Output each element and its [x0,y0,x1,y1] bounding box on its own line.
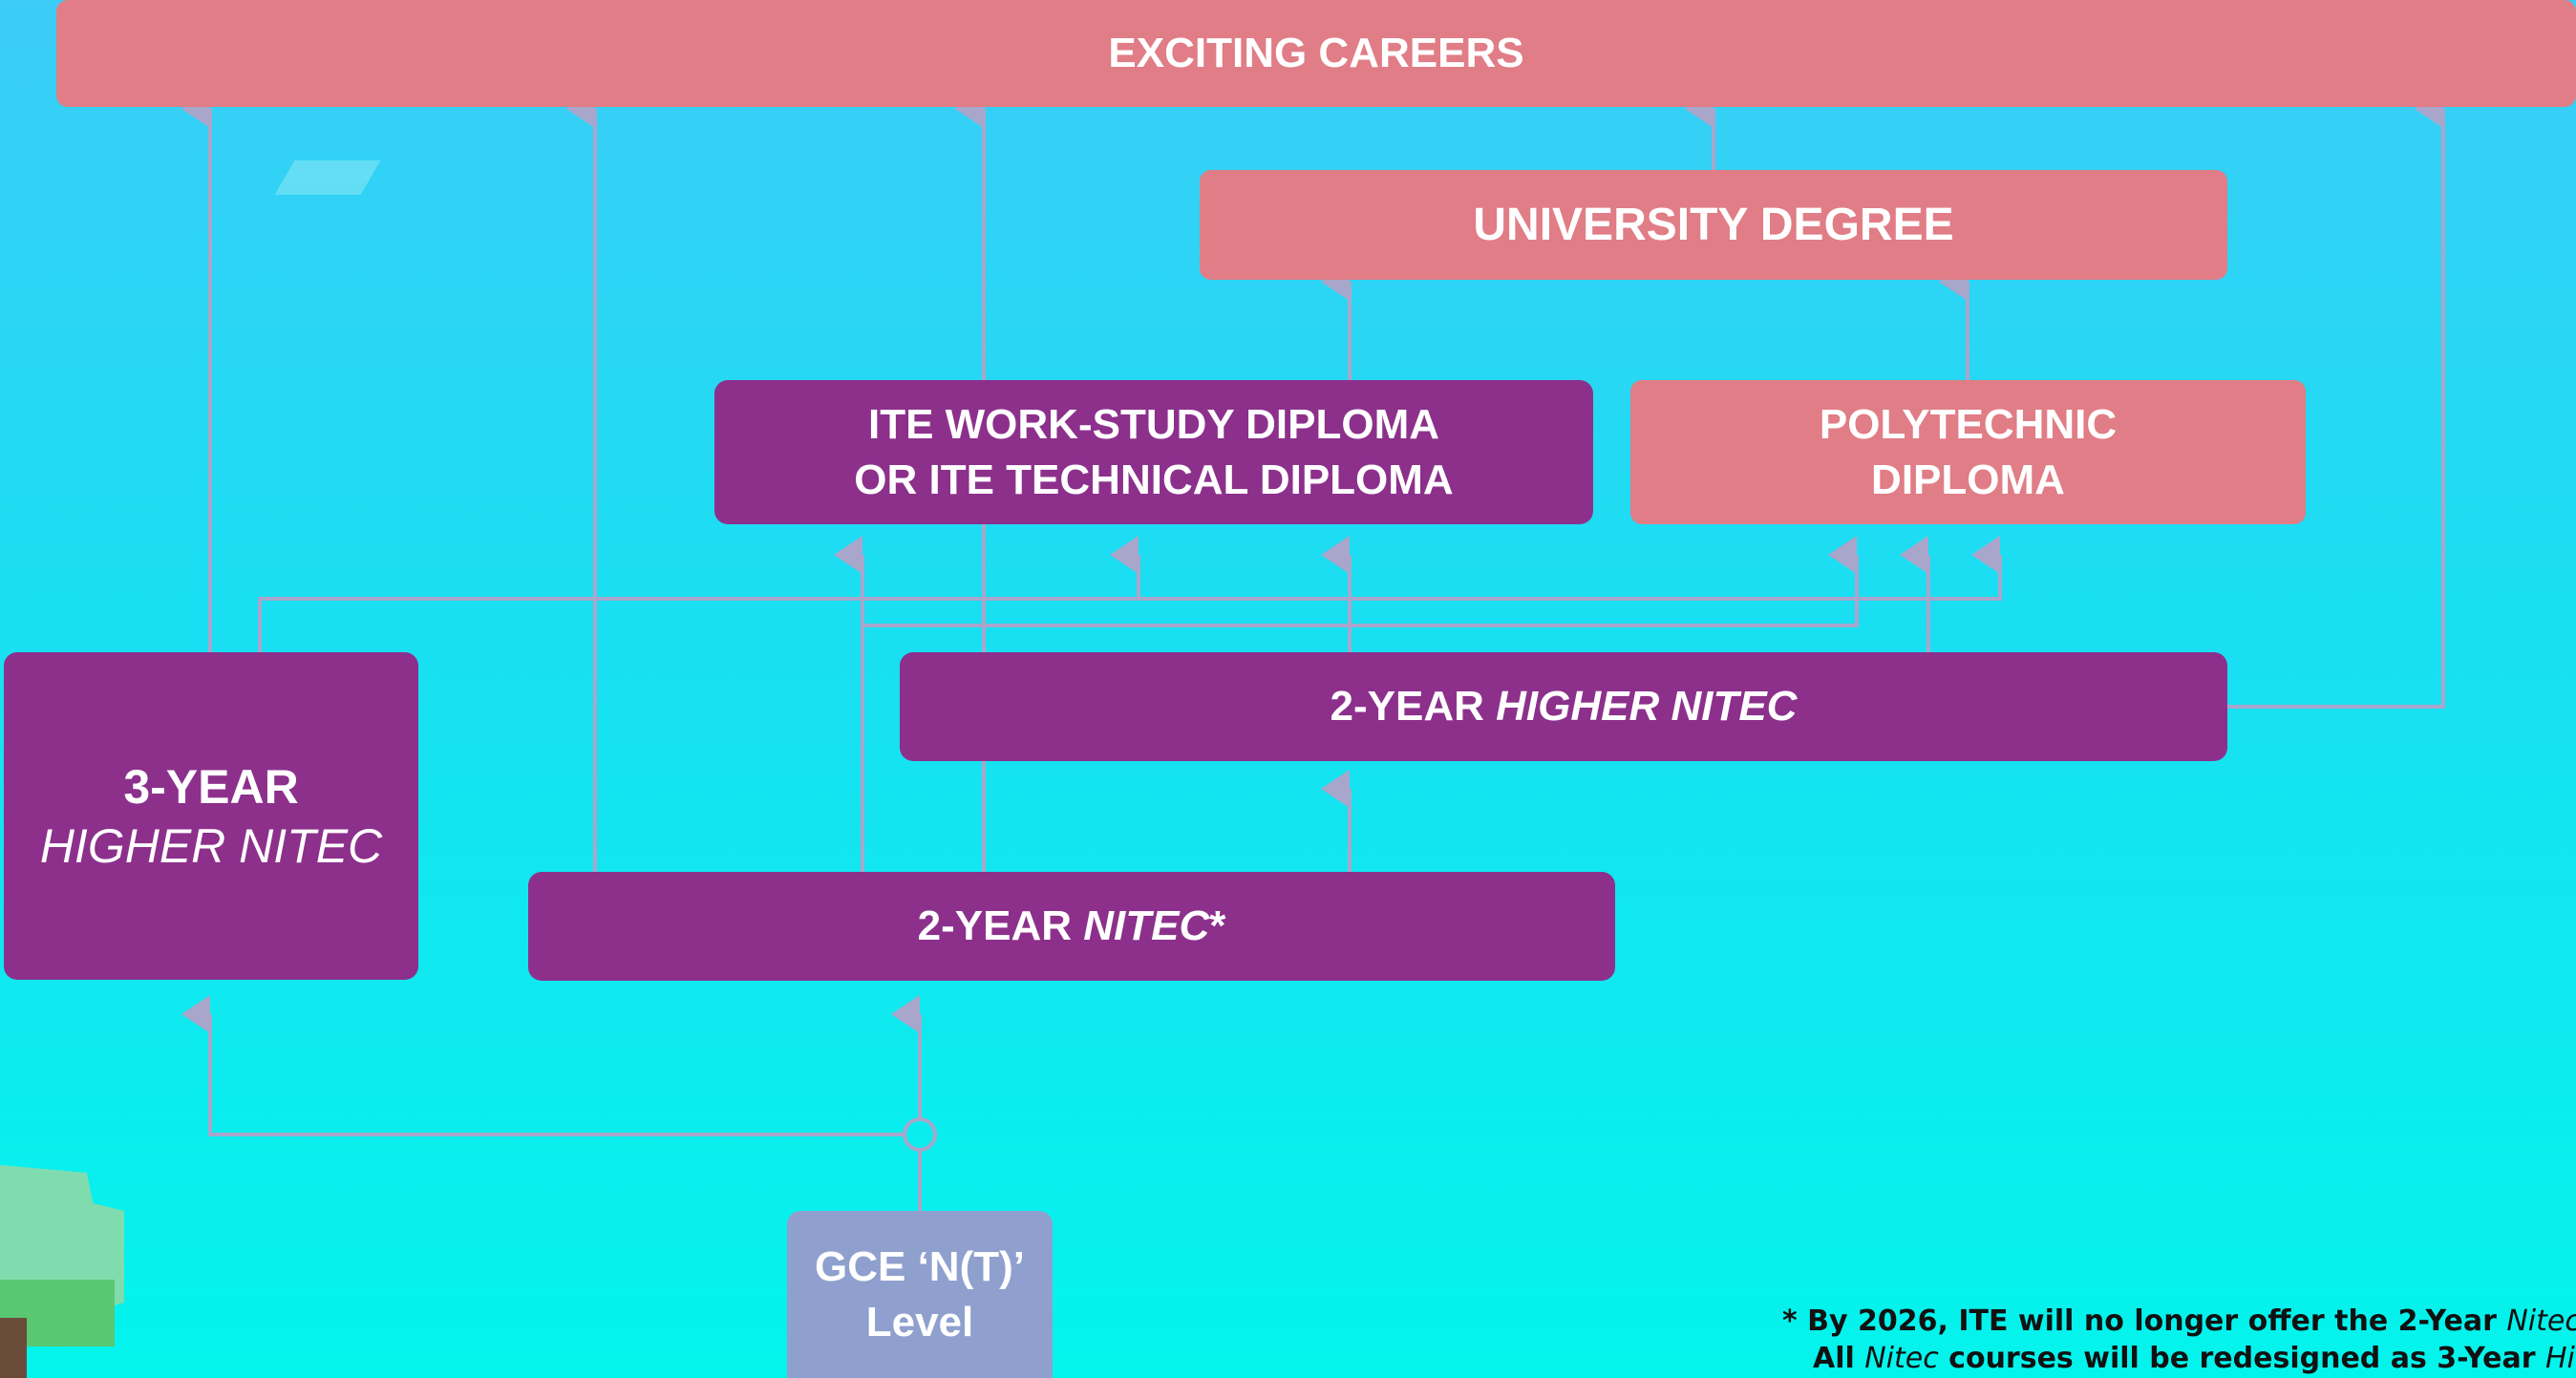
footnote-line1-text: * By 2026, ITE will no longer offer the … [1782,1304,2507,1338]
junction-node [903,1117,937,1152]
decorative-tree-trunk [0,1318,27,1378]
gce-line1: GCE ‘N(T)’ [815,1242,1025,1290]
link-3yr-to-ite [258,536,1140,652]
university-degree-box: UNIVERSITY DEGREE [1200,170,2227,280]
footnote-line1-italic: Nitec [2506,1304,2576,1338]
footnote-line2-italic2: Higher Nitec [2544,1342,2576,1375]
footnote-line2-text: All [1813,1342,1865,1375]
footnote-line2-mid: courses will be redesigned as 3-Year [1938,1342,2545,1375]
higher-nitec-2yr-name: HIGHER NITEC [1496,683,1798,730]
gce-nt-level-box: GCE ‘N(T)’ Level [787,1211,1053,1378]
footnote: * By 2026, ITE will no longer offer the … [1782,1303,2576,1377]
gce-line2: Level [865,1298,974,1346]
nitec-2yr-prefix: 2-YEAR [917,902,1084,949]
link-3yr-to-poly [1139,536,2002,601]
higher-nitec-3yr-prefix: 3-YEAR [123,759,299,814]
higher-nitec-3yr-box: 3-YEAR HIGHER NITEC [4,652,418,980]
link-junction-to-3yr [181,995,905,1136]
link-nitec-to-poly [862,536,1859,627]
university-label: UNIVERSITY DEGREE [1473,199,1954,250]
ite-diploma-box: ITE WORK-STUDY DIPLOMA OR ITE TECHNICAL … [714,380,1593,524]
footnote-line2-italic: Nitec [1864,1342,1939,1375]
link-higher-nitec-to-careers [2227,90,2445,709]
polytechnic-diploma-box: POLYTECHNIC DIPLOMA [1630,380,2306,524]
nitec-2yr-suffix: * [1209,902,1226,949]
nitec-2yr-box: 2-YEAR NITEC * [528,872,1615,981]
footnote-line2: All Nitec courses will be redesigned as … [1782,1340,2576,1377]
nitec-2yr-name: NITEC [1083,902,1210,949]
poly-diploma-line1: POLYTECHNIC [1819,400,2118,448]
careers-label: EXCITING CAREERS [1108,30,1524,76]
higher-nitec-3yr-name: HIGHER NITEC [39,818,383,873]
ite-diploma-line1: ITE WORK-STUDY DIPLOMA [867,400,1440,448]
careers-box: EXCITING CAREERS [56,0,2576,107]
higher-nitec-2yr-prefix: 2-YEAR [1330,683,1497,730]
poly-diploma-line2: DIPLOMA [1871,456,2065,503]
ite-diploma-line2: OR ITE TECHNICAL DIPLOMA [854,456,1454,503]
higher-nitec-2yr-box: 2-YEAR HIGHER NITEC [900,652,2227,761]
footnote-line1: * By 2026, ITE will no longer offer the … [1782,1303,2576,1340]
